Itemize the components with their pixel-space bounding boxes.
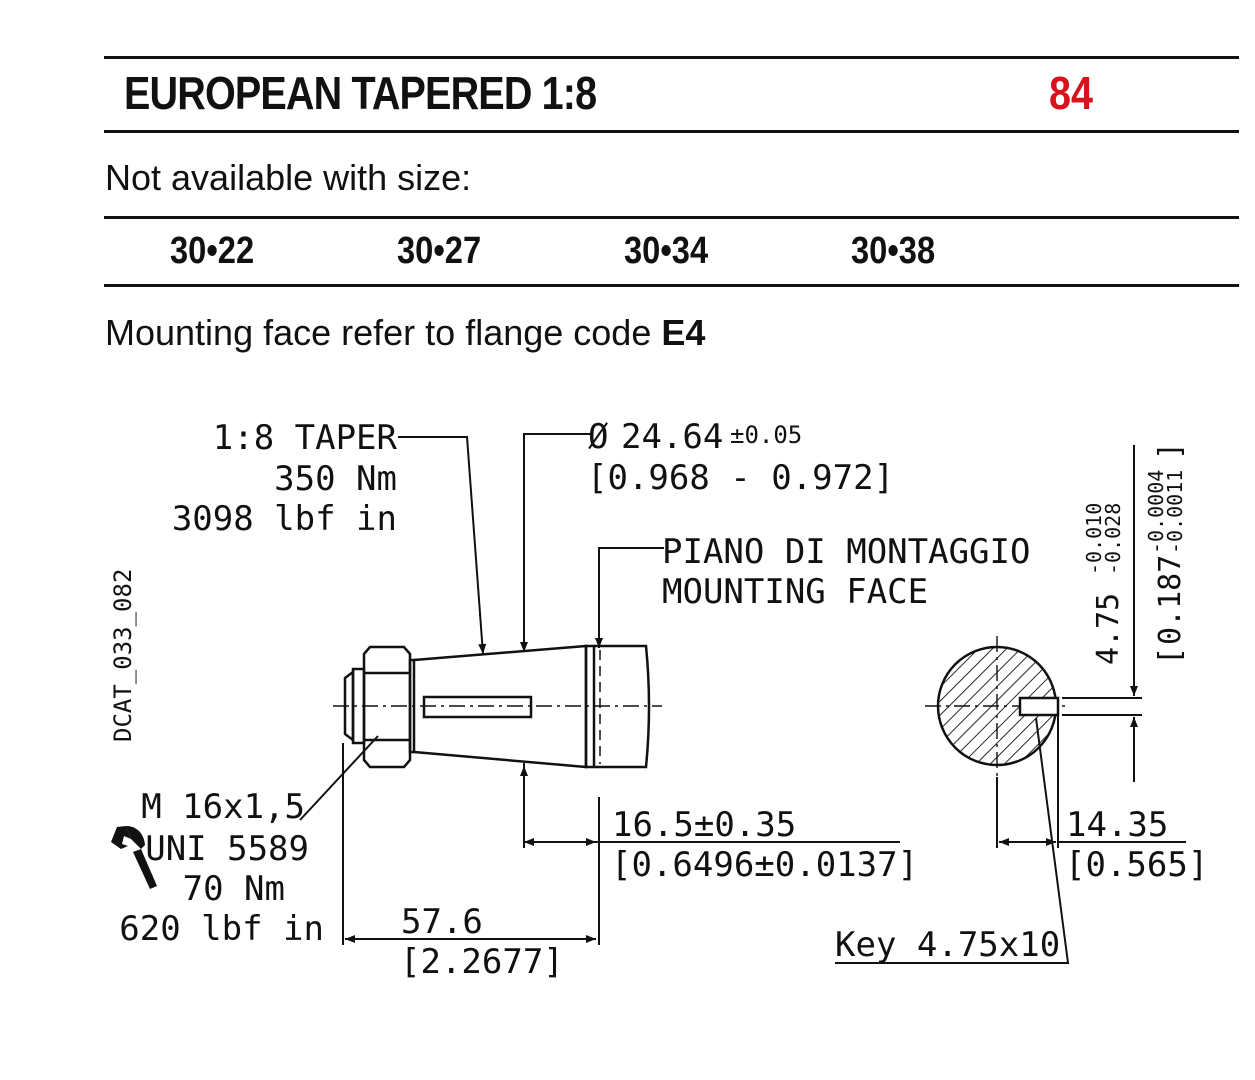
shaft-body [594, 644, 651, 769]
taper-line1: 1:8 TAPER [213, 418, 398, 458]
dim-length-inch: [2.2677] [400, 942, 564, 982]
key-label: Key 4.75x10 [835, 925, 1060, 965]
key-slot [422, 695, 533, 719]
diameter-value: 24.64 [621, 417, 723, 457]
key-width-tol-up: -0.010 [1082, 503, 1106, 575]
dim-key-height-mm: 14.35 [1066, 805, 1168, 845]
thread-line1: M 16x1,5 [141, 787, 305, 827]
face-label-it: PIANO DI MONTAGGIO [662, 532, 1030, 572]
thread-leader [299, 735, 379, 821]
taper-line3: 3098 lbf in [172, 499, 397, 539]
key-width-inch-tol-up: -0.0004 [1144, 470, 1168, 554]
dim-face-inch: [0.6496±0.0137] [611, 845, 918, 885]
taper-leader [398, 436, 487, 655]
size-30-27: 30•27 [397, 230, 482, 272]
diameter-inch: [0.968 - 0.972] [587, 458, 894, 498]
key-width-inch-tol-low: -0.0011 [1163, 470, 1187, 554]
drawing-id: DCAT_033_082 [109, 569, 137, 742]
header-bottom-rule [104, 130, 1239, 133]
size-30-22: 30•22 [170, 230, 255, 272]
sizes-top-rule [104, 216, 1239, 219]
dim-key-height-inch: [0.565] [1065, 845, 1208, 885]
size-30-34: 30•34 [624, 230, 709, 272]
taper-line2: 350 Nm [274, 459, 397, 499]
availability-note: Not available with size: [105, 157, 472, 198]
section-key [1018, 696, 1060, 717]
size-30-38: 30•38 [851, 230, 936, 272]
diameter-tol: ±0.05 [730, 421, 802, 449]
key-width-inch: 0.187 [1153, 555, 1188, 645]
face-leader [595, 547, 664, 648]
key-width-inch-close: ] [1153, 442, 1188, 460]
nut [362, 645, 412, 769]
top-rule [104, 56, 1239, 59]
thread-line2: UNI 5589 [145, 829, 309, 869]
thread-line3: 70 Nm [183, 869, 285, 909]
key-width-tol-low: -0.028 [1101, 503, 1125, 575]
shaft-code: 84 [1049, 67, 1094, 119]
mounting-note: Mounting face refer to flange code E4 [105, 312, 705, 354]
wrench-icon [111, 826, 157, 889]
page-title: EUROPEAN TAPERED 1:8 [124, 67, 597, 119]
diameter-leader [520, 433, 590, 652]
diameter-symbol: Ø [588, 417, 608, 457]
key-width-mm: 4.75 [1091, 593, 1126, 665]
key-width-inch-open: [ [1153, 647, 1188, 665]
key-leader [835, 717, 1070, 964]
thread-line4: 620 lbf in [119, 909, 324, 949]
dim-length-mm: 57.6 [401, 902, 483, 942]
dim-face-mm: 16.5±0.35 [612, 805, 796, 845]
mounting-note-text: Mounting face refer to flange code [105, 312, 662, 353]
flange-code: E4 [661, 312, 706, 353]
face-label-en: MOUNTING FACE [662, 572, 928, 612]
sizes-bottom-rule [104, 284, 1239, 287]
